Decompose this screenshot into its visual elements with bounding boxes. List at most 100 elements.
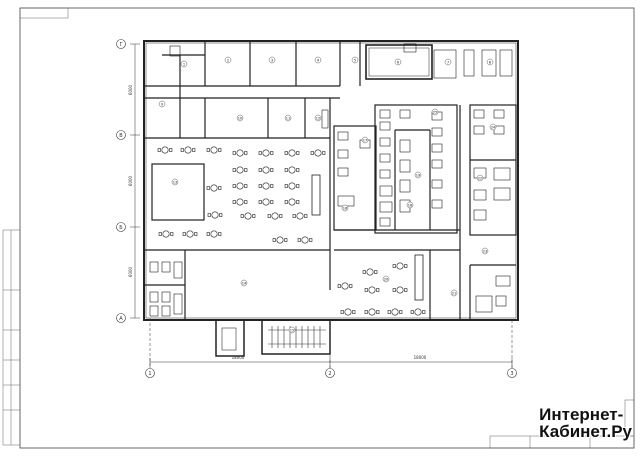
chair — [296, 184, 300, 188]
table — [276, 236, 284, 244]
chair — [292, 214, 296, 218]
table-set — [206, 146, 222, 154]
svg-text:2: 2 — [227, 58, 229, 62]
svg-text:14: 14 — [242, 281, 247, 285]
table — [368, 286, 376, 294]
axis-bubble-2: 2 — [325, 368, 335, 378]
room-marker-3: 3 — [268, 56, 276, 64]
table — [344, 308, 352, 316]
room-marker-14: 14 — [240, 279, 248, 287]
watermark-logo: Интернет- Кабинет.Ру — [539, 406, 632, 440]
equipment-item — [493, 167, 511, 181]
chair — [296, 168, 300, 172]
chair — [244, 168, 248, 172]
counter-2 — [414, 254, 424, 301]
equipment-item — [493, 109, 505, 119]
kitchen-equipment — [169, 43, 513, 313]
chair — [392, 264, 396, 268]
table-set — [292, 212, 308, 220]
table — [210, 230, 218, 238]
chair — [284, 168, 288, 172]
table-set — [340, 308, 356, 316]
table — [366, 268, 374, 276]
table-set — [392, 286, 408, 294]
equipment-item — [337, 167, 349, 177]
svg-text:9: 9 — [161, 102, 164, 106]
room-marker-21: 21 — [450, 289, 458, 297]
svg-text:5: 5 — [354, 58, 356, 62]
chair — [170, 232, 174, 236]
svg-text:19: 19 — [416, 173, 421, 177]
outer-walls — [143, 40, 519, 357]
chair — [267, 214, 271, 218]
dimension-lines — [130, 43, 513, 368]
room-marker-9: 9 — [158, 100, 166, 108]
chair — [244, 200, 248, 204]
svg-text:23: 23 — [483, 249, 488, 253]
table — [296, 212, 304, 220]
table-set — [267, 212, 283, 220]
table-set — [392, 262, 408, 270]
room-marker-1: 1 — [180, 60, 188, 68]
table — [211, 211, 219, 219]
equipment-item — [403, 43, 417, 53]
table-set — [364, 286, 380, 294]
equipment-item — [463, 49, 475, 77]
room-marker-2: 2 — [224, 56, 232, 64]
room-marker-12: 12 — [314, 114, 322, 122]
room-marker-20: 20 — [382, 275, 390, 283]
table-set — [258, 149, 274, 157]
chair — [284, 238, 288, 242]
room-marker-19: 19 — [414, 171, 422, 179]
chair — [240, 214, 244, 218]
equipment-item — [481, 49, 497, 77]
chair — [310, 151, 314, 155]
room-marker-17: 17 — [361, 136, 369, 144]
chair — [206, 148, 210, 152]
table-set — [310, 149, 326, 157]
room-marker-11: 11 — [284, 114, 292, 122]
table — [236, 166, 244, 174]
table — [301, 236, 309, 244]
chair — [362, 270, 366, 274]
chair — [219, 213, 223, 217]
title-block — [489, 399, 635, 449]
chair — [404, 288, 408, 292]
equipment-item — [399, 139, 411, 153]
room-marker-7: 7 — [444, 58, 452, 66]
equipment-item — [431, 179, 443, 189]
interior-walls — [144, 41, 517, 320]
chair — [252, 214, 256, 218]
svg-text:А: А — [119, 316, 123, 322]
table — [288, 182, 296, 190]
chair — [309, 238, 313, 242]
table-set — [258, 198, 274, 206]
room-marker-16: 16 — [341, 204, 349, 212]
svg-text:В: В — [119, 133, 123, 139]
equipment-item — [473, 109, 485, 119]
chair — [272, 238, 276, 242]
watermark-line-1: Интернет- — [539, 405, 624, 424]
room-marker-15: 15 — [288, 326, 296, 334]
room-marker-25: 25 — [431, 108, 439, 116]
equipment-item — [495, 295, 507, 307]
chair — [158, 232, 162, 236]
chair — [192, 148, 196, 152]
table-set — [258, 182, 274, 190]
equipment-item — [399, 179, 411, 193]
chair — [232, 200, 236, 204]
table — [391, 308, 399, 316]
equipment-item — [475, 295, 493, 313]
svg-text:1: 1 — [148, 371, 151, 377]
restroom-fixtures — [149, 261, 183, 317]
chair — [157, 148, 161, 152]
table-set — [297, 236, 313, 244]
axis-bubble-1: 1 — [145, 368, 155, 378]
table — [288, 149, 296, 157]
room-marker-6: 6 — [394, 58, 402, 66]
chair — [218, 148, 222, 152]
room-marker-18: 18 — [406, 201, 414, 209]
equipment-item — [337, 131, 349, 141]
